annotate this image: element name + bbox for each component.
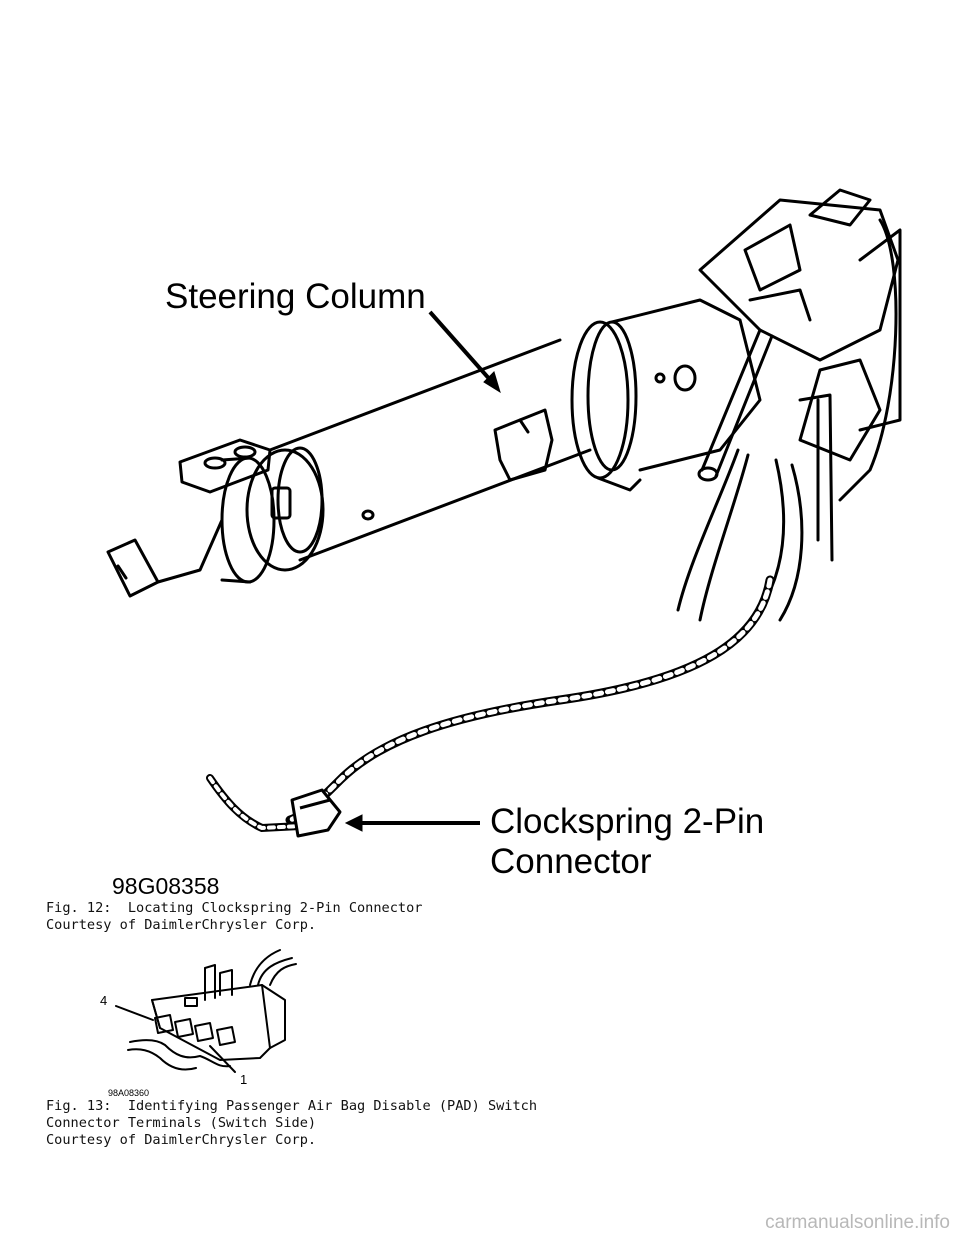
figure-12-caption-line1: Fig. 12: Locating Clockspring 2-Pin Conn… (46, 900, 423, 916)
figure-13-caption-line2: Connector Terminals (Switch Side) (46, 1115, 317, 1131)
figure-13-caption: Fig. 13: Identifying Passenger Air Bag D… (46, 1098, 537, 1149)
steering-column-illustration (106, 188, 902, 838)
clockspring-callout-line1: Clockspring 2-Pin (490, 802, 765, 841)
terminal-label-4: 4 (100, 993, 108, 1008)
figure-12-caption-line2: Courtesy of DaimlerChrysler Corp. (46, 917, 317, 933)
figure-13-code: 98A08360 (108, 1088, 150, 1098)
figure-12-caption: Fig. 12: Locating Clockspring 2-Pin Conn… (46, 900, 422, 934)
figure-13-caption-line1: Fig. 13: Identifying Passenger Air Bag D… (46, 1098, 538, 1114)
pad-switch-connector-illustration (115, 949, 297, 1073)
clockspring-callout-line2: Connector (490, 842, 652, 881)
terminal-label-1: 1 (240, 1072, 248, 1087)
figure-12-code: 98G08358 (112, 873, 220, 899)
watermark: carmanualsonline.info (765, 1212, 950, 1233)
steering-column-callout: Steering Column (165, 277, 426, 316)
figure-13-caption-line3: Courtesy of DaimlerChrysler Corp. (46, 1132, 317, 1148)
